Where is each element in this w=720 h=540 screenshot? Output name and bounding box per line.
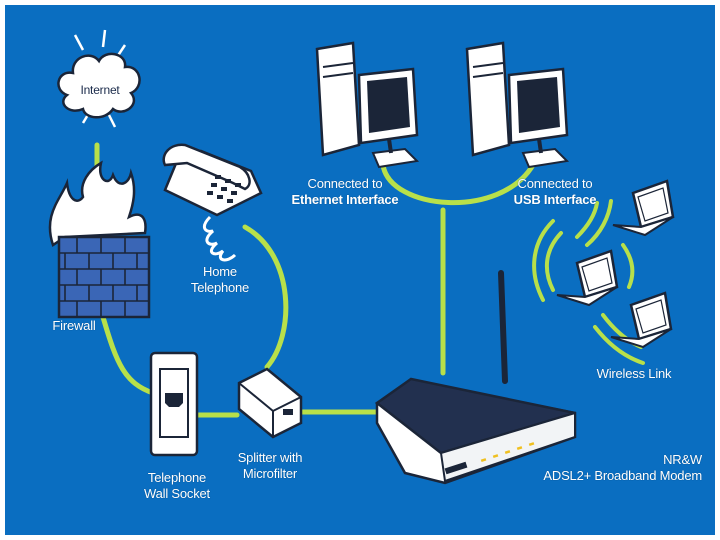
wireless-arc xyxy=(544,231,563,292)
internet-label: Internet xyxy=(80,83,120,97)
cables xyxy=(94,142,536,418)
ethernet-pc-label-line2: Ethernet Interface xyxy=(291,192,399,207)
cable-pcs-arc xyxy=(380,162,536,206)
wireless-arc xyxy=(593,325,645,365)
home-telephone-label: Home Telephone xyxy=(180,264,260,296)
modem-label-brand: NR&W xyxy=(663,452,702,467)
wall-socket-label-line2: Wall Socket xyxy=(144,486,210,501)
modem-label: NR&W ADSL2+ Broadband Modem xyxy=(526,452,702,484)
usb-pc-label-line1: Connected to xyxy=(517,176,593,191)
splitter-label-line1: Splitter with xyxy=(237,450,303,465)
wireless-arc xyxy=(621,243,635,289)
wall-socket-icon xyxy=(149,351,199,457)
wireless-link-label: Wireless Link xyxy=(596,366,672,381)
splitter-label: Splitter with Microfilter xyxy=(222,450,318,482)
home-telephone-label-line2: Telephone xyxy=(190,280,250,295)
cable-firewall-socket xyxy=(100,314,156,396)
wall-socket-label: Telephone Wall Socket xyxy=(132,470,222,502)
usb-pc-label-line2: USB Interface xyxy=(513,192,597,207)
wireless-arc xyxy=(585,199,613,247)
laptop-icon xyxy=(556,249,619,307)
firewall-label: Firewall xyxy=(52,318,96,333)
modem-router-icon xyxy=(374,270,577,485)
diagram-artwork xyxy=(48,29,675,485)
splitter-label-line2: Microfilter xyxy=(242,466,298,481)
wireless-arc xyxy=(532,219,555,302)
cable-phone-splitter xyxy=(242,224,289,370)
laptop-icon xyxy=(612,179,675,237)
desktop-computer-icon xyxy=(465,41,570,169)
telephone-icon xyxy=(162,143,263,262)
splitter-icon xyxy=(237,367,303,439)
usb-pc-label: Connected to USB Interface xyxy=(500,176,610,208)
modem-label-model: ADSL2+ Broadband Modem xyxy=(543,468,702,483)
firewall-icon xyxy=(48,160,151,319)
ethernet-pc-label-line1: Connected to xyxy=(307,176,383,191)
wall-socket-label-line1: Telephone xyxy=(147,470,207,485)
ethernet-pc-label: Connected to Ethernet Interface xyxy=(280,176,410,208)
desktop-computer-icon xyxy=(315,41,420,169)
laptop-icon xyxy=(610,291,673,349)
cloud-icon xyxy=(57,29,141,128)
wireless-arc xyxy=(575,201,599,239)
home-telephone-label-line1: Home xyxy=(203,264,237,279)
